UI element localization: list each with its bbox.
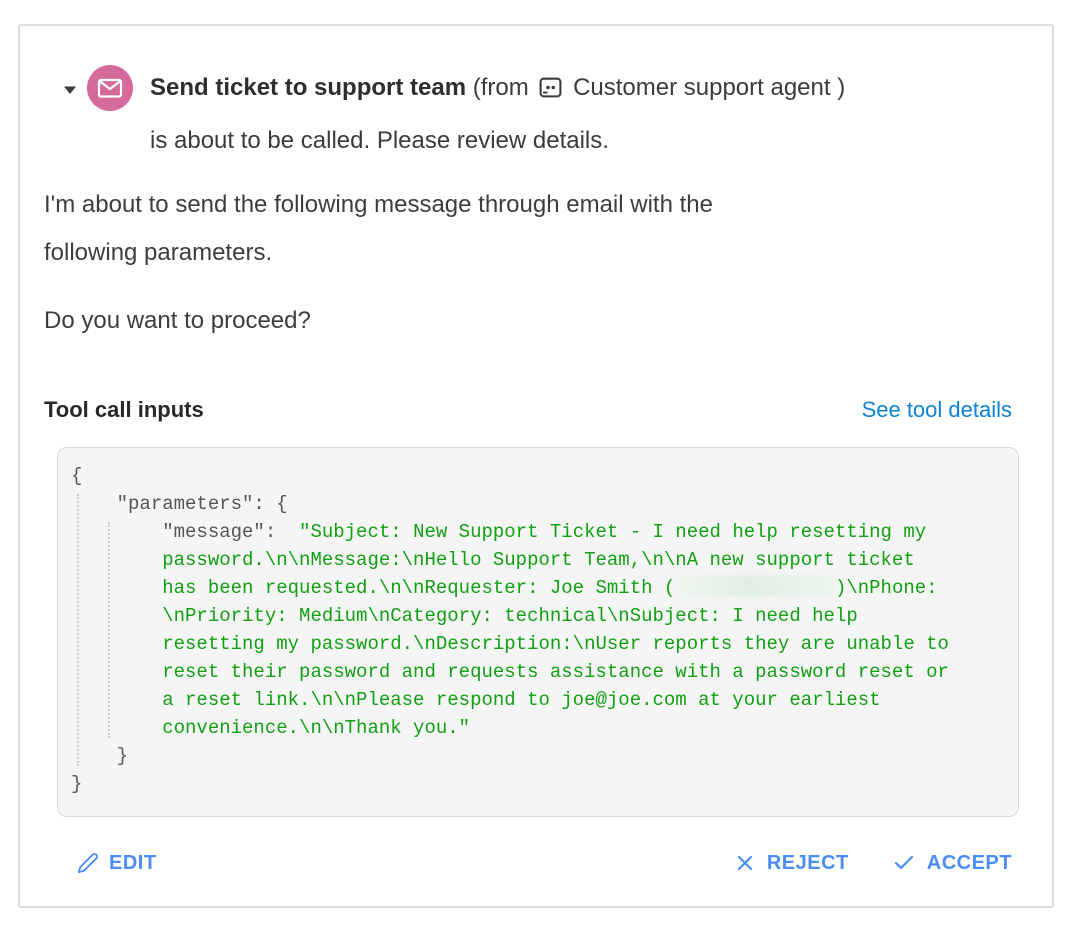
collapse-caret-icon[interactable] xyxy=(62,83,78,101)
code-line: } xyxy=(71,745,129,767)
message-intro-line-2: following parameters. xyxy=(44,239,273,266)
pencil-icon xyxy=(77,853,98,874)
accept-button[interactable]: ACCEPT xyxy=(891,851,1012,875)
edit-button[interactable]: EDIT xyxy=(77,852,157,875)
check-icon xyxy=(894,855,913,870)
from-suffix: ) xyxy=(837,74,846,101)
edit-label: EDIT xyxy=(109,851,157,874)
redacted-text xyxy=(675,575,835,598)
code-line: has been requested.\n\nRequester: Joe Sm… xyxy=(71,575,938,599)
reject-button[interactable]: REJECT xyxy=(733,851,849,875)
x-icon xyxy=(737,855,752,871)
code-line: resetting my password.\nDescription:\nUs… xyxy=(71,633,949,655)
code-line: } xyxy=(71,773,83,795)
indent-guide-2 xyxy=(108,522,110,738)
code-line: a reset link.\n\nPlease respond to joe@j… xyxy=(71,689,881,711)
code-line: \nPriority: Medium\nCategory: technical\… xyxy=(71,605,858,627)
proceed-question: Do you want to proceed? xyxy=(44,307,311,334)
header-line-1: Send ticket to support team (from Custom… xyxy=(150,64,845,117)
tool-inputs-row: Tool call inputs See tool details xyxy=(44,397,1012,423)
tool-inputs-title: Tool call inputs xyxy=(44,397,204,422)
tool-call-header: Send ticket to support team (from Custom… xyxy=(44,64,1028,165)
mail-tool-avatar xyxy=(87,65,133,111)
message-intro-line-1: I'm about to send the following message … xyxy=(44,191,713,218)
from-prefix: (from xyxy=(472,74,529,101)
code-line: "parameters": { xyxy=(71,493,288,515)
code-lines: { "parameters": { "message": "Subject: N… xyxy=(71,462,1008,798)
reject-label: REJECT xyxy=(766,851,849,874)
code-line: reset their password and requests assist… xyxy=(71,661,949,683)
bot-icon xyxy=(537,69,564,117)
action-bar: EDIT REJECT ACCEPT xyxy=(44,851,1012,875)
tool-call-review-card: Send ticket to support team (from Custom… xyxy=(18,24,1054,908)
code-line: convenience.\n\nThank you." xyxy=(71,717,471,739)
see-tool-details-link[interactable]: See tool details xyxy=(861,397,1012,422)
tool-input-json-block: { "parameters": { "message": "Subject: N… xyxy=(57,447,1019,817)
agent-name: Customer support agent xyxy=(573,74,831,101)
header-text: Send ticket to support team (from Custom… xyxy=(150,64,845,165)
message-intro: I'm about to send the following message … xyxy=(44,181,1028,277)
tool-name: Send ticket to support team xyxy=(150,74,467,101)
accept-label: ACCEPT xyxy=(926,851,1012,874)
indent-guide-1 xyxy=(77,494,79,766)
code-line: password.\n\nMessage:\nHello Support Tea… xyxy=(71,549,915,571)
code-line: "message": "Subject: New Support Ticket … xyxy=(71,521,927,543)
mail-icon xyxy=(97,78,123,98)
code-line: { xyxy=(71,465,83,487)
header-line-2: is about to be called. Please review det… xyxy=(150,127,609,154)
